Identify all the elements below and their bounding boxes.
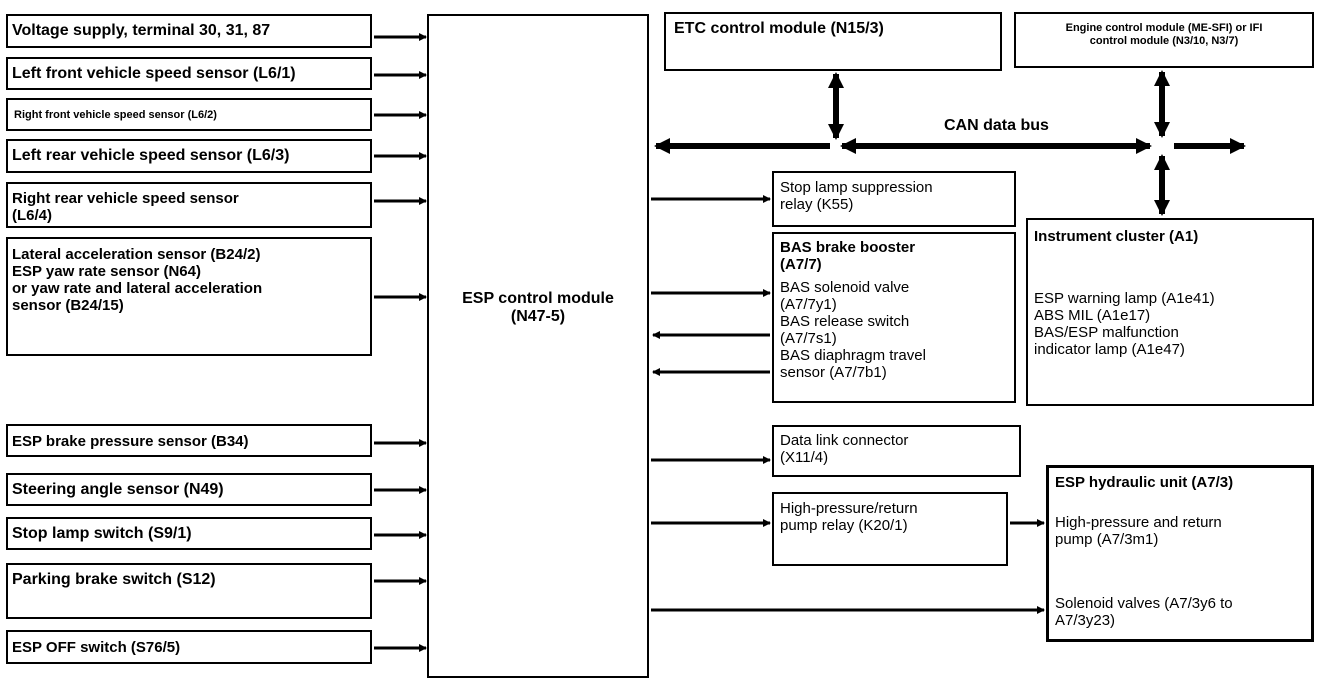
stop-lamp-suppression-relay-box: Stop lamp suppression relay (K55) — [772, 171, 1016, 227]
bas-components-list: BAS solenoid valve (A7/7y1) BAS release … — [780, 279, 926, 381]
esp-hydraulic-unit-box: ESP hydraulic unit (A7/3) High-pressure … — [1046, 465, 1314, 642]
can-data-bus-label: CAN data bus — [944, 117, 1049, 134]
right-rear-speed-sensor-label: Right rear vehicle speed sensor (L6/4) — [12, 190, 239, 224]
right-front-speed-sensor-box: Right front vehicle speed sensor (L6/2) — [6, 98, 372, 131]
voltage-supply-box: Voltage supply, terminal 30, 31, 87 — [6, 14, 372, 48]
esp-hydraulic-unit-title: ESP hydraulic unit (A7/3) — [1055, 474, 1234, 491]
pump-relay-label: High-pressure/return pump relay (K20/1) — [780, 500, 918, 534]
esp-off-switch-box: ESP OFF switch (S76/5) — [6, 630, 372, 664]
esp-control-module-label: ESP control module (N47-5) — [462, 290, 614, 325]
right-front-speed-sensor-label: Right front vehicle speed sensor (L6/2) — [14, 109, 217, 121]
instrument-cluster-lamps: ESP warning lamp (A1e41) ABS MIL (A1e17)… — [1034, 290, 1215, 358]
instrument-cluster-title: Instrument cluster (A1) — [1034, 228, 1199, 245]
steering-angle-sensor-label: Steering angle sensor (N49) — [12, 481, 224, 498]
lateral-accel-sensor-label: Lateral acceleration sensor (B24/2) ESP … — [12, 246, 263, 314]
engine-control-module-box: Engine control module (ME-SFI) or IFI co… — [1014, 12, 1314, 68]
voltage-supply-label: Voltage supply, terminal 30, 31, 87 — [12, 22, 271, 39]
solenoid-valves-label: Solenoid valves (A7/3y6 to A7/3y23) — [1055, 595, 1233, 629]
steering-angle-sensor-box: Steering angle sensor (N49) — [6, 473, 372, 506]
hydraulic-pump-label: High-pressure and return pump (A7/3m1) — [1055, 514, 1222, 548]
brake-pressure-sensor-label: ESP brake pressure sensor (B34) — [12, 433, 249, 450]
data-link-connector-box: Data link connector (X11/4) — [772, 425, 1021, 477]
stop-lamp-switch-box: Stop lamp switch (S9/1) — [6, 517, 372, 550]
brake-pressure-sensor-box: ESP brake pressure sensor (B34) — [6, 424, 372, 457]
engine-control-module-label: Engine control module (ME-SFI) or IFI co… — [1065, 22, 1263, 47]
right-rear-speed-sensor-box: Right rear vehicle speed sensor (L6/4) — [6, 182, 372, 228]
bas-brake-booster-box: BAS brake booster (A7/7) BAS solenoid va… — [772, 232, 1016, 403]
etc-control-module-box: ETC control module (N15/3) — [664, 12, 1002, 71]
left-front-speed-sensor-box: Left front vehicle speed sensor (L6/1) — [6, 57, 372, 90]
etc-control-module-label: ETC control module (N15/3) — [674, 20, 884, 37]
pump-relay-box: High-pressure/return pump relay (K20/1) — [772, 492, 1008, 566]
left-rear-speed-sensor-label: Left rear vehicle speed sensor (L6/3) — [12, 147, 290, 164]
parking-brake-switch-label: Parking brake switch (S12) — [12, 571, 216, 588]
esp-control-module-box: ESP control module (N47-5) — [427, 14, 649, 678]
stop-lamp-switch-label: Stop lamp switch (S9/1) — [12, 525, 192, 542]
parking-brake-switch-box: Parking brake switch (S12) — [6, 563, 372, 619]
bas-brake-booster-title: BAS brake booster (A7/7) — [780, 239, 916, 273]
left-front-speed-sensor-label: Left front vehicle speed sensor (L6/1) — [12, 65, 296, 82]
stop-lamp-suppression-relay-label: Stop lamp suppression relay (K55) — [780, 179, 933, 213]
esp-off-switch-label: ESP OFF switch (S76/5) — [12, 639, 181, 656]
instrument-cluster-box: Instrument cluster (A1) ESP warning lamp… — [1026, 218, 1314, 406]
left-rear-speed-sensor-box: Left rear vehicle speed sensor (L6/3) — [6, 139, 372, 173]
lateral-accel-sensor-box: Lateral acceleration sensor (B24/2) ESP … — [6, 237, 372, 356]
data-link-connector-label: Data link connector (X11/4) — [780, 432, 909, 466]
